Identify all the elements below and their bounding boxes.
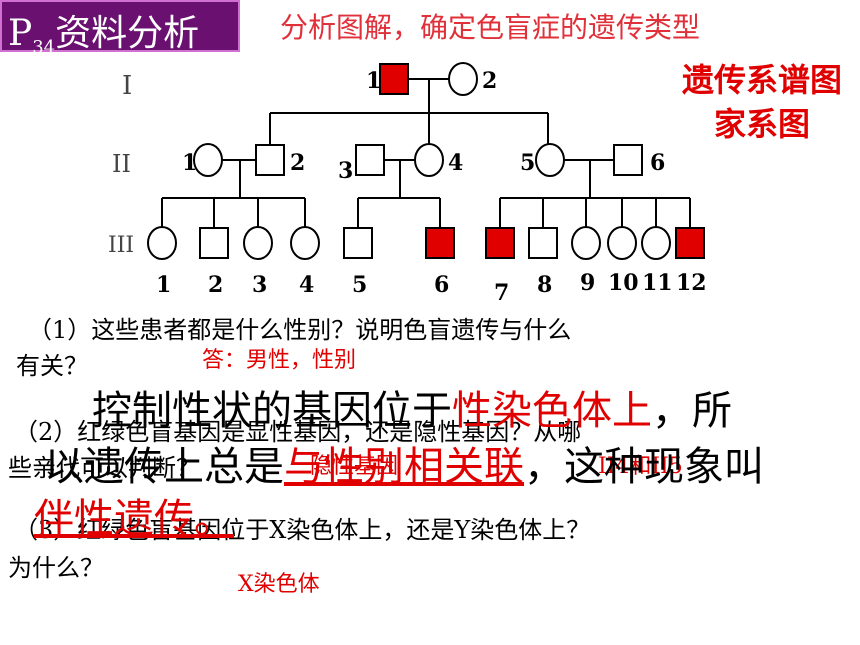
gen3-female-9 — [571, 226, 601, 260]
generation-label-3: III — [108, 233, 134, 258]
gen2-number-3: 3 — [338, 158, 353, 184]
gen3-number-4: 4 — [299, 272, 314, 298]
gen2-male-6 — [613, 144, 643, 176]
section-badge-label: P34资料分析 — [8, 13, 200, 58]
gen3-number-6: 6 — [434, 272, 449, 298]
conclusion-line2: 以遗传上总是与性别相关联，这种现象叫 — [44, 444, 764, 490]
generation-label-2: II — [112, 150, 131, 178]
gen1-number-1: 1 — [366, 68, 381, 94]
gen3-female-4 — [290, 226, 320, 260]
gen1-female — [448, 62, 478, 96]
slide-subtitle: 分析图解，确定色盲症的遗传类型 — [280, 11, 701, 44]
gen1-number-2: 2 — [482, 68, 497, 94]
answer-2: 隐性基因 — [310, 454, 399, 479]
gen2-male-3 — [355, 144, 385, 176]
gen2-number-2: 2 — [290, 150, 305, 176]
conclusion-line1: 控制性状的基因位于性染色体上，所 — [92, 388, 732, 434]
question-1-line2: 有关？ — [16, 352, 88, 380]
gen3-male-6-affected — [425, 227, 455, 259]
gen3-number-5: 5 — [352, 272, 367, 298]
gen2-male-2 — [255, 144, 285, 176]
gen3-number-3: 3 — [252, 272, 267, 298]
gen3-number-8: 8 — [537, 272, 552, 298]
gen3-male-8 — [528, 227, 558, 259]
gen2-number-4: 4 — [448, 150, 463, 176]
pedigree-title-line1: 遗传系谱图 — [681, 61, 842, 99]
gen3-female-11 — [641, 226, 671, 260]
question-2-line1: （2）红绿色盲基因是显性基因，还是隐性基因？从哪 — [14, 418, 582, 446]
gen3-number-7: 7 — [494, 280, 509, 300]
section-badge — [0, 0, 240, 52]
gen3-number-9: 9 — [580, 270, 595, 296]
conclusion-line3: 伴性遗传。 — [34, 496, 234, 542]
gen2-number-1: 1 — [182, 150, 197, 176]
question-2-line2: 些亲代可以判断？ — [8, 454, 200, 482]
question-1-line1: （1）这些患者都是什么性别？说明色盲遗传与什么 — [28, 316, 572, 344]
gen3-male-12-affected — [675, 227, 705, 259]
gen3-male-7-affected — [485, 227, 515, 259]
gen3-number-10: 10 — [608, 270, 639, 296]
pedigree-title-line2: 家系图 — [713, 105, 810, 143]
gen3-male-5 — [343, 227, 373, 259]
gen2-female-5 — [535, 143, 565, 177]
gen3-number-11: 11 — [642, 270, 673, 296]
gen2-female-4 — [414, 143, 444, 177]
gen2-female-1 — [193, 143, 223, 177]
gen3-female-10 — [607, 226, 637, 260]
gen3-male-2 — [199, 227, 229, 259]
gen3-number-12: 12 — [676, 270, 707, 296]
gen3-female-1 — [147, 226, 177, 260]
gen1-male-affected — [379, 63, 409, 95]
gen3-female-3 — [243, 226, 273, 260]
gen3-number-1: 1 — [156, 272, 171, 298]
pedigree-lines — [161, 78, 691, 228]
gen2-number-6: 6 — [650, 150, 665, 176]
pedigree-title: 遗传系谱图 家系图 — [682, 58, 842, 146]
generation-label-1: I — [122, 71, 132, 101]
gen2-number-5: 5 — [520, 150, 535, 176]
pedigree-chart: I II III 1 2 1 2 3 4 5 6 1 2 3 4 5 6 7 8… — [108, 62, 707, 300]
answer-2b: II4和II5 — [598, 454, 683, 479]
gen3-number-2: 2 — [208, 272, 223, 298]
answer-1: 答：男性，性别 — [202, 348, 357, 373]
question-3-line1: （3）红绿色盲基因位于X染色体上，还是Y染色体上？ — [14, 516, 591, 544]
answer-3: X染色体 — [238, 572, 320, 597]
question-3-line2: 为什么？ — [8, 554, 104, 582]
